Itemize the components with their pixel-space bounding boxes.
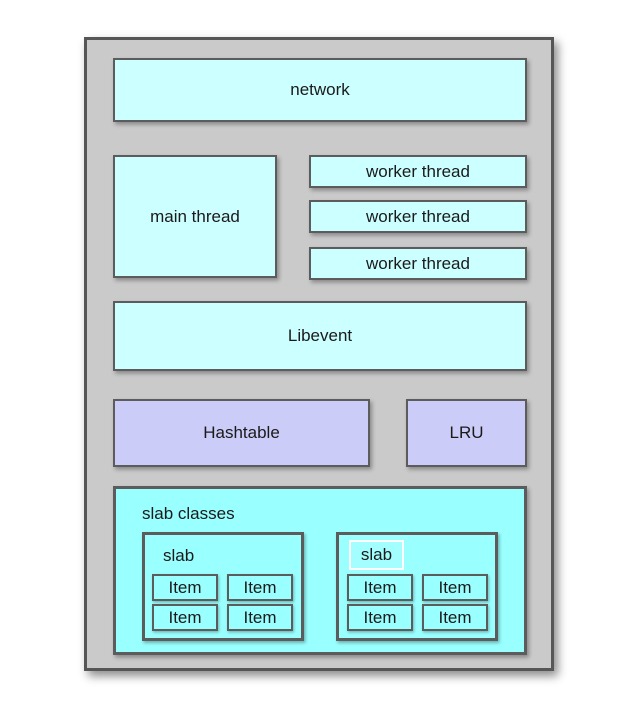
hashtable-label: Hashtable [203,423,280,442]
item-box: Item [422,574,488,601]
worker-thread-box-1: worker thread [309,155,527,188]
item-box: Item [347,574,413,601]
slab-classes-container: slab classes slab Item Item Item Item sl… [113,486,527,655]
item-label: Item [168,577,202,597]
libevent-label: Libevent [287,326,353,345]
item-box: Item [347,604,413,631]
item-box: Item [422,604,488,631]
worker-thread-box-3: worker thread [309,247,527,280]
item-label: Item [438,577,472,597]
item-label: Item [243,607,277,627]
network-box: network [113,58,527,122]
architecture-outer-container: network main thread worker thread worker… [84,37,554,671]
slab-classes-label: slab classes [142,504,235,523]
hashtable-box: Hashtable [113,399,370,467]
item-label: Item [243,577,277,597]
lru-label: LRU [449,423,484,442]
item-box: Item [227,604,293,631]
item-box: Item [227,574,293,601]
slab-box-1: slab Item Item Item Item [142,532,304,641]
lru-box: LRU [406,399,527,467]
worker-thread-label: worker thread [366,253,470,273]
item-label: Item [363,577,397,597]
main-thread-label: main thread [150,206,240,226]
slab-box-2: slab Item Item Item Item [336,532,498,641]
worker-thread-label: worker thread [366,161,470,181]
worker-thread-box-2: worker thread [309,200,527,233]
item-box: Item [152,604,218,631]
item-label: Item [363,607,397,627]
main-thread-box: main thread [113,155,277,278]
item-box: Item [152,574,218,601]
network-label: network [290,80,350,99]
slab-label: slab [163,546,195,565]
item-label: Item [168,607,202,627]
worker-thread-label: worker thread [366,206,470,226]
slab-label: slab [360,545,393,564]
slab-label-highlight-box: slab [349,540,404,570]
item-label: Item [438,607,472,627]
libevent-box: Libevent [113,301,527,371]
